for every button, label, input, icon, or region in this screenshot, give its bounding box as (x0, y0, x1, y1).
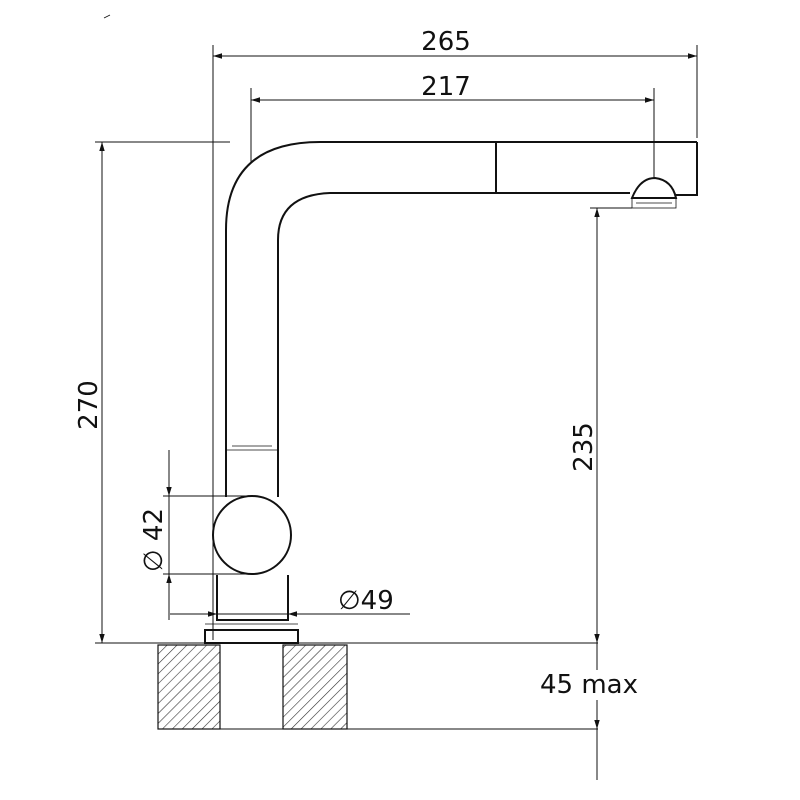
dimension-body-diameter: ∅ 42 (139, 450, 250, 620)
control-knob (212, 495, 292, 575)
dim-label-42: ∅ 42 (139, 508, 169, 572)
stray-mark (103, 14, 111, 19)
dim-label-45-max: 45 max (540, 670, 638, 700)
dimension-base-diameter: ∅49 (170, 586, 410, 617)
base-flange (204, 629, 299, 644)
countertop-section (95, 642, 598, 730)
dim-value-42: 42 (139, 508, 169, 541)
dim-label-235: 235 (569, 422, 599, 472)
dim-label-265: 265 (421, 27, 471, 57)
dim-label-217: 217 (421, 72, 471, 102)
diameter-symbol: ∅ (139, 549, 169, 572)
dim-label-270: 270 (74, 380, 104, 430)
faucet-outline (204, 141, 698, 644)
diameter-symbol: ∅ (338, 586, 361, 616)
dimension-outlet-height: 235 (569, 207, 632, 643)
dim-label-49: ∅49 (338, 586, 394, 616)
dim-value-49: 49 (361, 586, 394, 616)
dimension-overall-height: 270 (74, 141, 230, 643)
dimension-spout-reach: 217 (250, 72, 655, 178)
dimension-deck-thickness: 45 max (540, 643, 638, 780)
dimension-overall-reach: 265 (212, 27, 698, 640)
